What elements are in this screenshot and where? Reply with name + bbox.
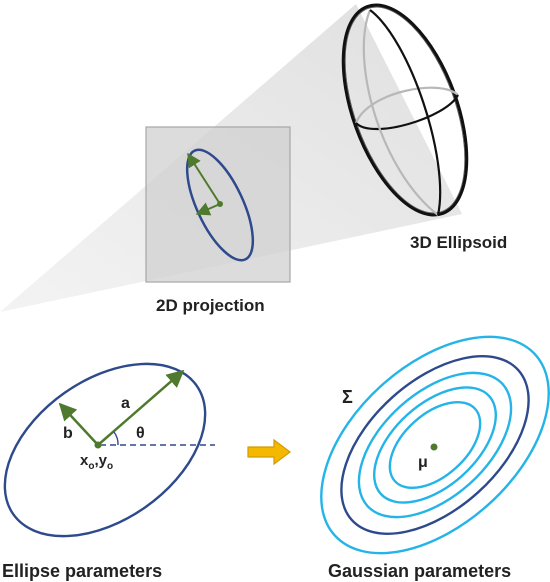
mean-dot <box>430 443 438 451</box>
center-x: x <box>80 452 89 469</box>
contour-1 <box>320 335 550 555</box>
ellipsoid-equator-front <box>355 94 459 131</box>
covariance-label: Σ <box>342 387 353 407</box>
angle-label: θ <box>136 425 145 442</box>
right-arrow-icon <box>247 438 291 466</box>
semi-major-vector <box>97 369 185 446</box>
projected-center-dot <box>217 201 223 207</box>
ellipsoid-outline-inner <box>344 6 466 214</box>
ellipsoid-meridian-back <box>362 9 439 216</box>
center-x-subscript: o <box>88 461 94 472</box>
angle-arc <box>113 431 119 446</box>
parameter-ellipse <box>3 362 207 538</box>
gaussian-contours <box>320 335 550 555</box>
center-separator: , <box>94 452 98 469</box>
ellipsoid-3d <box>341 3 469 217</box>
ellipsoid-equator-back <box>354 86 459 124</box>
projection-2d-label: 2D projection <box>156 296 265 315</box>
projection-plane <box>145 126 291 283</box>
projected-major-vector <box>187 152 221 205</box>
projected-ellipse-group <box>185 148 255 262</box>
ellipse-parameters-diagram <box>3 362 215 538</box>
mean-label: μ <box>418 454 428 471</box>
ellipse-parameters-label: Ellipse parameters <box>2 561 162 581</box>
center-label: xo,yo <box>80 452 113 472</box>
contour-4 <box>373 386 497 504</box>
semi-minor-label: b <box>63 425 73 442</box>
center-y: y <box>99 452 108 469</box>
center-dot <box>94 441 102 449</box>
ellipsoid-meridian-front <box>369 9 442 216</box>
contour-2 <box>340 355 530 535</box>
contour-5 <box>388 400 482 490</box>
semi-major-label: a <box>121 395 130 412</box>
gaussian-parameters-label: Gaussian parameters <box>328 561 511 581</box>
ellipsoid-3d-label: 3D Ellipsoid <box>410 233 507 252</box>
center-y-subscript: o <box>107 461 113 472</box>
semi-minor-vector <box>58 402 99 446</box>
projected-minor-vector <box>195 202 221 216</box>
contour-3 <box>357 371 513 519</box>
